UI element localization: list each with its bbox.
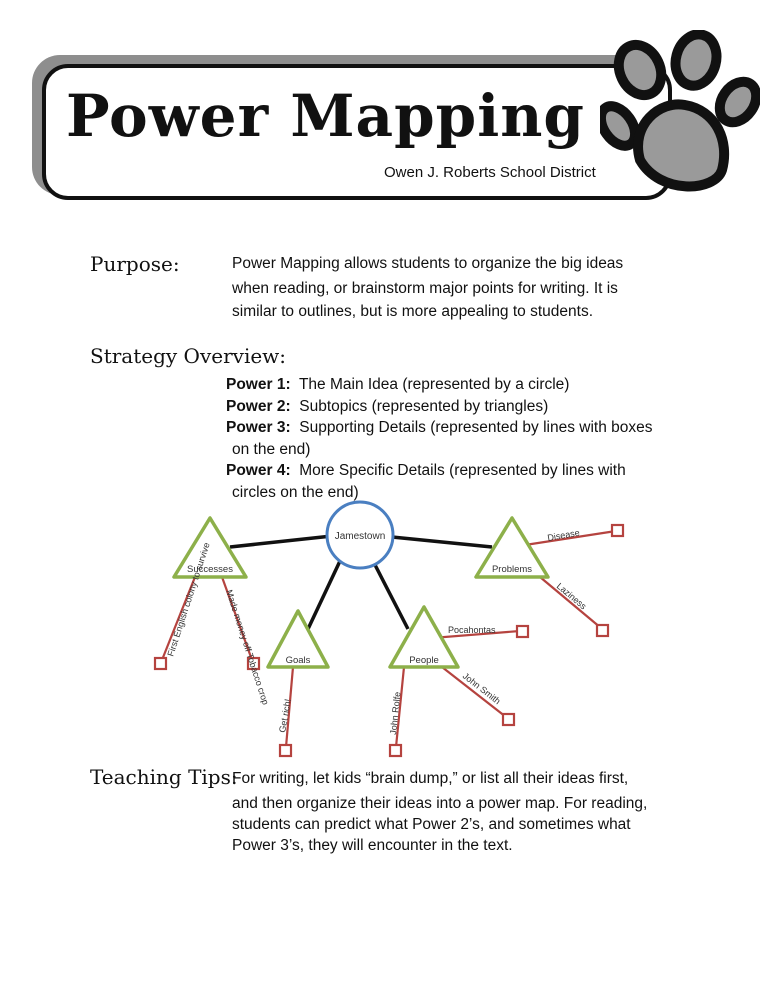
connector-line <box>371 560 410 630</box>
purpose-line: Power Mapping allows students to organiz… <box>232 255 624 272</box>
subtopic-triangle-people <box>388 605 460 669</box>
subtopic-label: People <box>409 655 439 666</box>
header-banner <box>42 64 672 200</box>
subtopic-label: Problems <box>492 564 532 575</box>
overview-term: Power 3: <box>226 419 291 436</box>
detail-label: John Smith <box>461 671 503 707</box>
teaching-tips-text: For writing, let kids “brain dump,” or l… <box>232 767 647 857</box>
page-title: Power Mapping <box>66 82 585 150</box>
connector-line <box>381 534 493 549</box>
connector-line <box>306 560 342 630</box>
overview-item: Power 3: Supporting Details (represented… <box>226 417 652 439</box>
paw-print-icon <box>600 30 760 192</box>
purpose-label: Purpose: <box>90 252 180 276</box>
subtopic-triangle-problems <box>474 516 550 579</box>
overview-desc: The Main Idea (represented by a circle) <box>298 376 570 393</box>
purpose-line: when reading, or brainstorm major points… <box>232 280 618 297</box>
detail-box <box>153 656 168 671</box>
detail-box <box>610 523 625 538</box>
tips-line: Power 3’s, they will encounter in the te… <box>232 837 513 854</box>
overview-desc-continued: on the end) <box>232 440 311 458</box>
purpose-line: similar to outlines, but is more appeali… <box>232 303 593 320</box>
subtopic-triangle-goals <box>266 609 330 669</box>
subtopic-label: Goals <box>286 655 311 666</box>
detail-box <box>501 712 516 727</box>
overview-term: Power 1: <box>226 376 291 393</box>
detail-label: Laziness <box>555 581 589 612</box>
tips-line: students can predict what Power 2’s, and… <box>232 816 631 833</box>
overview-item: Power 2: Subtopics (represented by trian… <box>226 396 652 418</box>
overview-term: Power 4: <box>226 462 291 479</box>
detail-box <box>388 743 403 758</box>
strategy-overview-label: Strategy Overview: <box>90 344 287 368</box>
detail-label: Disease <box>547 527 581 542</box>
overview-item: Power 4: More Specific Details (represen… <box>226 460 652 482</box>
overview-desc: Subtopics (represented by triangles) <box>299 397 549 415</box>
overview-desc: Supporting Details (represented by lines… <box>299 419 653 436</box>
detail-label: Made money off Tobacco crop <box>224 589 271 706</box>
detail-label: Get rich! <box>277 698 293 733</box>
main-idea-label: Jamestown <box>335 531 386 542</box>
detail-label: Pocahontas <box>448 625 496 635</box>
main-idea-circle <box>325 500 395 570</box>
connector-line <box>229 534 333 549</box>
tips-line: For writing, let kids “brain dump,” or l… <box>232 770 629 787</box>
overview-term: Power 2: <box>226 397 291 415</box>
detail-box <box>515 624 530 639</box>
subtopic-triangle-successes <box>172 516 248 579</box>
strategy-overview-list: Power 1: The Main Idea (represented by a… <box>226 374 652 503</box>
detail-label: John Rolfe <box>388 691 402 735</box>
detail-box <box>278 743 293 758</box>
district-name: Owen J. Roberts School District <box>384 164 596 181</box>
teaching-tips-label: Teaching Tips: <box>90 765 238 789</box>
overview-desc-continued: circles on the end) <box>232 483 359 501</box>
tips-line: and then organize their ideas into a pow… <box>232 795 648 812</box>
subtopic-label: Successes <box>187 564 233 575</box>
detail-box <box>246 656 261 671</box>
power-map-diagram: Jamestown Successes Goals People Problem… <box>153 500 625 758</box>
overview-desc: More Specific Details (represented by li… <box>299 462 626 479</box>
detail-box <box>595 623 610 638</box>
overview-item: Power 1: The Main Idea (represented by a… <box>226 374 652 396</box>
purpose-text: Power Mapping allows students to organiz… <box>232 252 623 323</box>
